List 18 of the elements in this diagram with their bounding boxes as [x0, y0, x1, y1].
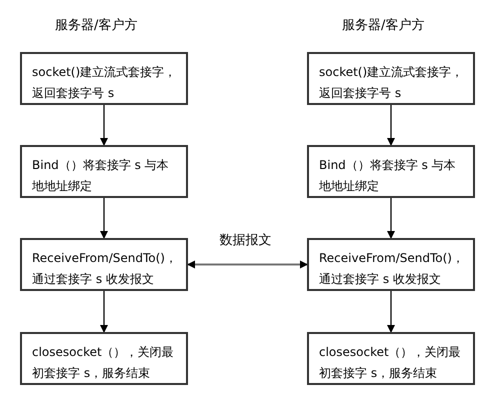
arrow: [100, 198, 108, 239]
process-box: ReceiveFrom/SendTo()，通过套接字 s 收发报文: [20, 238, 188, 291]
process-box: Bind（）将套接字 s 与本地地址绑定: [20, 145, 188, 198]
arrow: [387, 105, 395, 146]
process-box: closesocket（），关闭最初套接字 s，服务结束: [307, 332, 475, 385]
arrow: [100, 105, 108, 146]
edge-label: 数据报文: [220, 232, 272, 248]
column-heading: 服务器/客户方: [55, 17, 138, 34]
process-box: socket()建立流式套接字，返回套接字号 s: [20, 52, 188, 105]
arrow: [100, 291, 108, 333]
process-box: ReceiveFrom/SendTo()，通过套接字 s 收发报文: [307, 238, 475, 291]
process-box: socket()建立流式套接字，返回套接字号 s: [307, 52, 475, 105]
process-box: Bind（）将套接字 s 与本地地址绑定: [307, 145, 475, 198]
column-heading: 服务器/客户方: [342, 17, 424, 34]
arrow: [187, 260, 308, 268]
process-box: closesocket（），关闭最初套接字 s，服务结束: [20, 332, 188, 385]
arrow: [387, 291, 395, 333]
arrow: [387, 198, 395, 239]
